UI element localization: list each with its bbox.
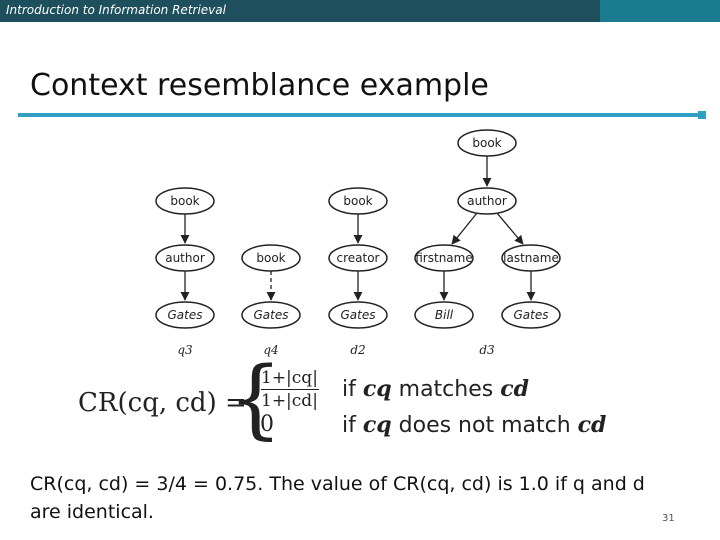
fraction-denominator: 1+|cd| <box>261 391 318 411</box>
tree-label-d2: d2 <box>350 343 365 357</box>
case1-condition: if cq matches cd <box>342 376 529 402</box>
formula-args: (cq, cd) = <box>117 388 247 418</box>
formula-cr-symbol: CR <box>78 388 118 418</box>
case2-value: 0 <box>260 412 274 437</box>
q3-node-gates <box>155 301 215 329</box>
d3-label-gates: Gates <box>514 308 549 322</box>
tree-label-q3: q3 <box>177 343 193 357</box>
explanation-text: CR(cq, cd) = 3/4 = 0.75. The value of CR… <box>30 470 670 526</box>
d2-label-gates: Gates <box>341 308 376 322</box>
explanation-part-1: (cq, cd) = 3/4 = 0.75. The value of <box>56 473 394 495</box>
d3-label-author: author <box>467 194 507 208</box>
tree-label-q4: q4 <box>263 343 278 357</box>
title-underline-end <box>698 111 706 119</box>
fraction-numerator: 1+|cq| <box>261 368 319 390</box>
d3-label-lastname: lastname <box>503 251 559 265</box>
formula-lhs: CR(cq, cd) = <box>78 388 247 418</box>
d3-label-book: book <box>472 136 501 150</box>
explanation-cr-2: CR <box>393 473 420 495</box>
q3-label-book: book <box>170 194 199 208</box>
d3-label-firstname: firstname <box>415 251 472 265</box>
page-number: 31 <box>662 513 675 524</box>
formula-fraction: 1+|cq| 1+|cd| <box>261 368 319 411</box>
course-title: Introduction to Information Retrieval <box>6 3 226 17</box>
d3-edge-author-lastname <box>496 212 524 245</box>
q4-label-book: book <box>256 251 285 265</box>
explanation-part-2: (cq, cd) is 1.0 if q and d are identical… <box>30 473 645 523</box>
q4-node-gates <box>241 301 301 329</box>
cr-formula: CR(cq, cd) = { 1+|cq| 1+|cd| 0 if cq mat… <box>78 356 618 446</box>
slide-title: Context resemblance example <box>30 68 489 103</box>
d2-label-book: book <box>343 194 372 208</box>
explanation-cr-1: CR <box>30 473 57 495</box>
q4-label-gates: Gates <box>254 308 289 322</box>
header-accent <box>600 0 720 22</box>
tree-label-d3: d3 <box>479 343 495 357</box>
xml-tree-diagram: book author Gates book Gates book creato… <box>155 129 561 357</box>
q3-label-author: author <box>165 251 205 265</box>
d3-node-author <box>457 187 517 215</box>
formula-brace: { <box>228 349 283 449</box>
d3-label-bill: Bill <box>435 308 454 322</box>
case2-condition: if cq does not match cd <box>342 412 607 438</box>
q3-label-gates: Gates <box>168 308 203 322</box>
d2-label-creator: creator <box>337 251 380 265</box>
d3-node-gates <box>501 301 561 329</box>
d2-node-gates <box>328 301 388 329</box>
d3-node-bill <box>414 301 474 329</box>
d3-edge-author-firstname <box>451 212 478 245</box>
title-underline <box>18 113 706 117</box>
header-bar <box>0 0 600 22</box>
